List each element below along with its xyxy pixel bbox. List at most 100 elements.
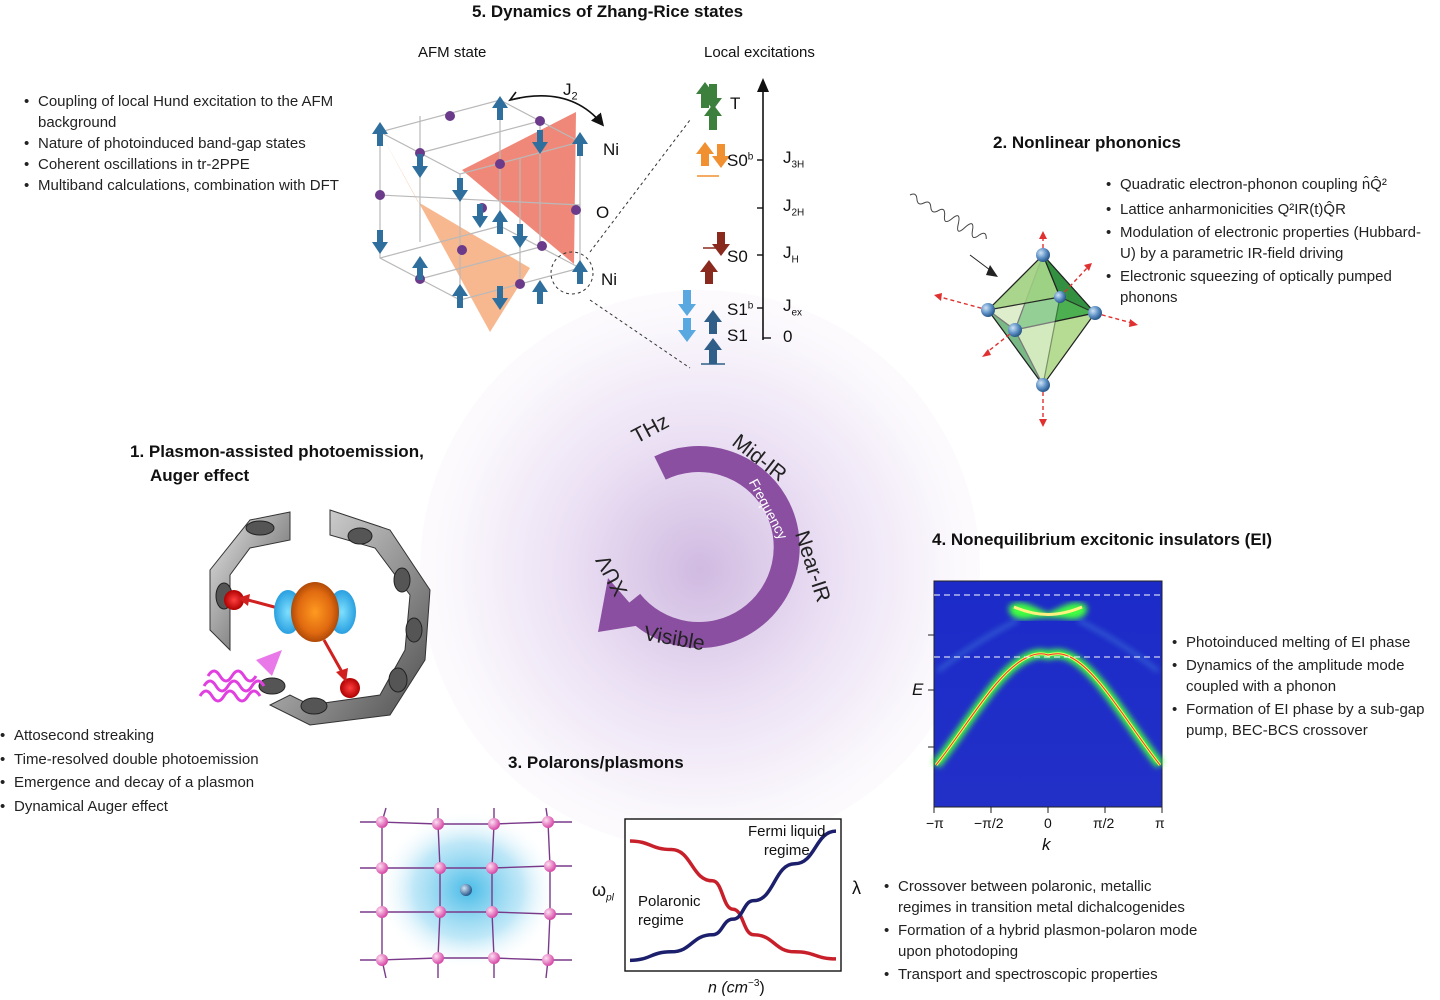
ei-xtick: π — [1155, 815, 1165, 831]
spin-down-arrow — [372, 230, 388, 254]
o-atom — [495, 159, 505, 169]
atom-ball — [1036, 248, 1050, 262]
s1-down-arrow — [678, 318, 696, 342]
o-atom — [515, 279, 525, 289]
s0-up-arrow — [700, 260, 718, 284]
octahedron-diagram — [909, 193, 1138, 427]
o-atom — [457, 245, 467, 255]
series-line-2 — [629, 829, 837, 963]
spin-down-arrow — [472, 204, 488, 228]
axis-zero: 0 — [783, 327, 793, 346]
local-excitations-label: Local excitations — [704, 44, 815, 61]
afm-state-label: AFM state — [418, 44, 487, 61]
s1b-down-arrow — [678, 290, 696, 316]
sec4-bullet: Formation of EI phase by a sub-gap pump,… — [1172, 699, 1438, 741]
frequency-arrowhead — [598, 578, 648, 632]
level-s1: S1 — [727, 326, 748, 345]
spin-up-arrow — [372, 122, 388, 146]
sec5-bullet: Nature of photoinduced band-gap states — [24, 133, 374, 154]
series-line-1 — [629, 839, 837, 961]
local-excitations-diagram — [678, 78, 771, 365]
ei-ylabel: E — [912, 680, 924, 699]
level-s0: S0 — [727, 247, 748, 266]
sec5-bullet: Coupling of local Hund excitation to the… — [24, 91, 374, 133]
level-t: T — [730, 94, 741, 113]
sec1-bullet: Dynamical Auger effect — [0, 795, 330, 819]
sec4-bullet: Dynamics of the amplitude mode coupled w… — [1172, 655, 1438, 697]
s1-up-arrow — [704, 338, 722, 364]
sec1-title-line2: Auger effect — [150, 466, 250, 485]
sec5-bullets: Coupling of local Hund excitation to the… — [24, 91, 374, 196]
sec3-bullet: Crossover between polaronic, metallic re… — [884, 876, 1204, 918]
afm-lattice-diagram — [372, 91, 605, 332]
j2-curve-arrow — [509, 95, 605, 127]
frequency-cycle-arrow — [598, 446, 800, 649]
crossover-ylabel-left: ωpl — [592, 880, 614, 904]
sec4-bullets: Photoinduced melting of EI phase Dynamic… — [1172, 632, 1438, 741]
j2-label: J2 — [563, 80, 578, 103]
crossover-ylabel-right: λ — [852, 878, 861, 898]
detector-glow — [340, 678, 360, 698]
sec1-bullet: Attosecond streaking — [0, 724, 330, 748]
s0b-down-arrow — [712, 144, 730, 168]
sec2-bullet: Electronic squeezing of optically pumped… — [1106, 266, 1426, 308]
sec3-bullets: Crossover between polaronic, metallic re… — [884, 876, 1204, 985]
sec3-title: 3. Polarons/plasmons — [508, 753, 684, 772]
o-label: O — [596, 203, 610, 222]
o-atom — [537, 241, 547, 251]
atom-ball — [981, 303, 995, 317]
s0b-up-arrow — [696, 142, 714, 166]
spin-up-arrow — [492, 96, 508, 120]
photoemission-apparatus — [198, 509, 431, 726]
level-s1b: S1b — [727, 300, 754, 319]
detector-glow — [224, 590, 244, 610]
axis-jh: JH — [783, 243, 799, 266]
sec1-bullet: Time-resolved double photoemission — [0, 748, 330, 772]
electron-ball — [460, 884, 472, 896]
atom-ball — [1036, 378, 1050, 392]
ni-highlight-circle — [550, 251, 594, 295]
atom-ball — [1008, 323, 1022, 337]
sec1-bullet: Emergence and decay of a plasmon — [0, 771, 330, 795]
sec4-bullet: Photoinduced melting of EI phase — [1172, 632, 1438, 653]
ei-xtick: −π — [926, 815, 944, 831]
ei-xtick: π/2 — [1093, 815, 1115, 831]
spin-up-arrow — [452, 284, 468, 308]
o-atom — [445, 111, 455, 121]
sec1-bullets: Attosecond streaking Time-resolved doubl… — [0, 724, 330, 818]
axis-jex: Jex — [783, 296, 803, 319]
orange-plane — [380, 132, 530, 332]
triplet-up-arrow — [704, 104, 722, 130]
polaron-lattice — [360, 807, 572, 979]
spin-up-arrow — [412, 256, 428, 280]
salmon-plane — [462, 112, 576, 264]
sec4-title: 4. Nonequilibrium excitonic insulators (… — [932, 530, 1273, 549]
sec5-bullet: Multiband calculations, combination with… — [24, 175, 374, 196]
excitonic-spectrum-plot — [928, 580, 1164, 813]
atom-ball — [1054, 291, 1066, 303]
sec3-bullet: Formation of a hybrid plasmon-polaron mo… — [884, 920, 1204, 962]
axis-j3h: J3H — [783, 148, 805, 171]
spin-down-arrow — [452, 178, 468, 202]
axis-j2h: J2H — [783, 196, 805, 219]
ei-xlabel: k — [1042, 835, 1051, 854]
sec5-bullet: Coherent oscillations in tr-2PPE — [24, 154, 374, 175]
sec2-bullet: Quadratic electron-phonon coupling n̂Q̂² — [1106, 174, 1426, 195]
triplet-down-arrow — [704, 84, 722, 110]
spin-up-arrow — [572, 132, 588, 156]
laser-arrow — [256, 650, 282, 676]
zoom-connector-lines — [589, 119, 691, 369]
ni-top-label: Ni — [603, 140, 620, 159]
spin-down-arrow — [512, 224, 528, 248]
crossover-chart — [624, 818, 842, 972]
spin-up-arrow — [492, 210, 508, 234]
ni-bottom-label: Ni — [601, 270, 618, 289]
ei-xtick: 0 — [1044, 815, 1052, 831]
o-atom — [571, 205, 581, 215]
spin-up-arrow — [572, 260, 588, 284]
ei-xtick: −π/2 — [974, 815, 1004, 831]
frequency-arc — [619, 446, 800, 649]
sec3-bullet: Transport and spectroscopic properties — [884, 964, 1204, 985]
spin-down-arrow — [492, 286, 508, 310]
sec2-bullet: Lattice anharmonicities Q²IR(t)Q̂R — [1106, 199, 1426, 220]
